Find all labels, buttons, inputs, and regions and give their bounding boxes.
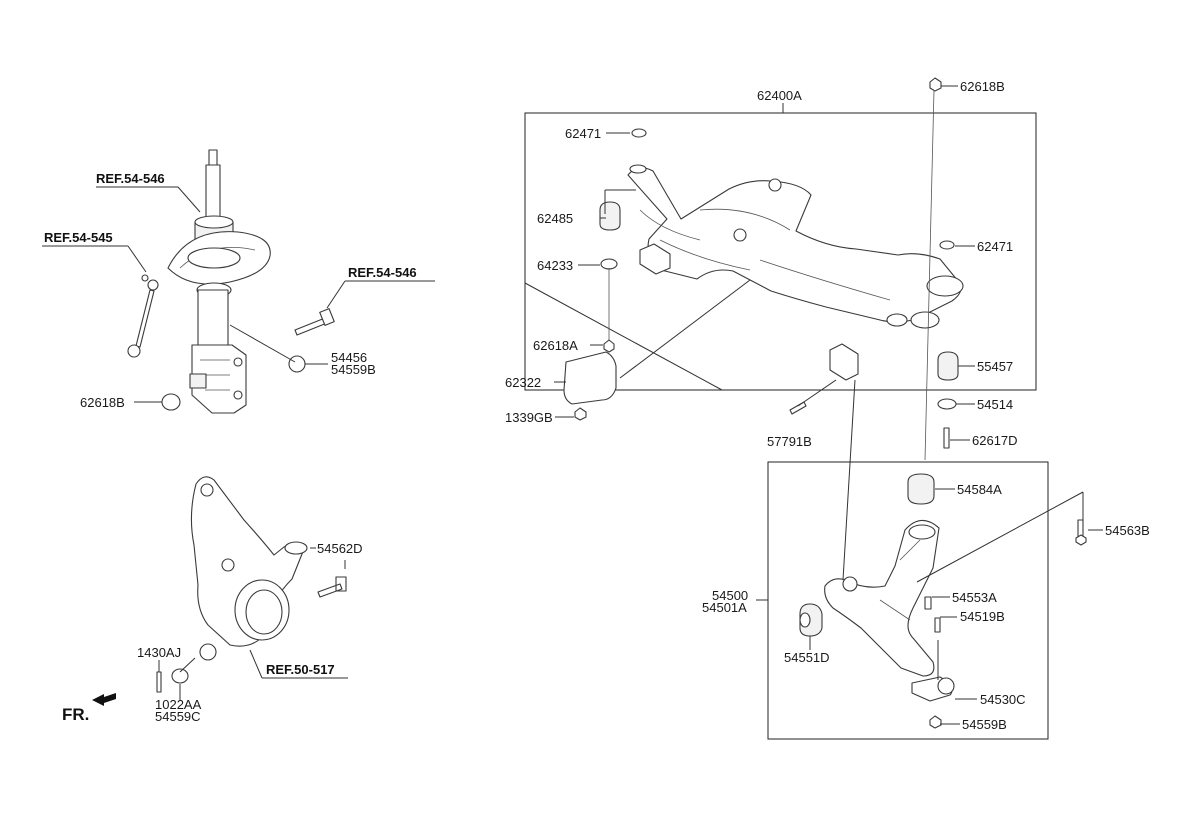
ref-54-545: REF.54-545 <box>44 230 113 245</box>
label-front: FR. <box>62 705 89 724</box>
label-1339GB: 1339GB <box>505 410 553 425</box>
subframe-box <box>524 112 1037 391</box>
label-54559B-right: 54559B <box>962 717 1007 732</box>
label-54501A: 54501A <box>702 600 747 615</box>
mount-parts <box>563 77 959 461</box>
steering-knuckle <box>190 476 308 661</box>
front-arrow-icon <box>92 693 116 706</box>
label-54500: 54500 <box>712 588 748 603</box>
label-54514: 54514 <box>977 397 1013 412</box>
label-54584A: 54584A <box>957 482 1002 497</box>
label-64233: 64233 <box>537 258 573 273</box>
label-55457: 55457 <box>977 359 1013 374</box>
leaders-knuckle <box>158 547 348 700</box>
ref-54-546-right: REF.54-546 <box>348 265 417 280</box>
stabilizer-link <box>127 274 159 358</box>
label-54562D: 54562D <box>317 541 363 556</box>
label-62618B-top: 62618B <box>960 79 1005 94</box>
part-labels: 62400A 62618B 62471 62485 64233 62618A 6… <box>44 79 1150 732</box>
ref-54-546-top: REF.54-546 <box>96 171 165 186</box>
label-54456: 54456 <box>331 350 367 365</box>
leaders-subframe <box>554 85 975 581</box>
label-62471-b: 62471 <box>977 239 1013 254</box>
label-54551D: 54551D <box>784 650 830 665</box>
label-54559B-left: 54559B <box>331 362 376 377</box>
lower-control-arm <box>799 473 1087 729</box>
label-54559C: 54559C <box>155 709 201 724</box>
bolt-54562D <box>317 576 347 598</box>
label-62400A: 62400A <box>757 88 802 103</box>
leaders-lower-arm <box>809 488 1103 725</box>
label-62471-a: 62471 <box>565 126 601 141</box>
bolt-54456 <box>288 308 335 373</box>
ref-50-517: REF.50-517 <box>266 662 335 677</box>
nut-62618B-left <box>161 393 181 411</box>
label-62485: 62485 <box>537 211 573 226</box>
label-57791B: 57791B <box>767 434 812 449</box>
label-54553A: 54553A <box>952 590 997 605</box>
pin-1430AJ <box>156 671 162 693</box>
label-62617D: 62617D <box>972 433 1018 448</box>
nut-1022AA <box>171 668 189 684</box>
label-62322: 62322 <box>505 375 541 390</box>
label-1022AA: 1022AA <box>155 697 202 712</box>
label-62618A: 62618A <box>533 338 578 353</box>
label-54519B: 54519B <box>960 609 1005 624</box>
label-62618B-left: 62618B <box>80 395 125 410</box>
label-54563B: 54563B <box>1105 523 1150 538</box>
label-1430AJ: 1430AJ <box>137 645 181 660</box>
crossmember <box>627 164 964 381</box>
label-54530C: 54530C <box>980 692 1026 707</box>
strut-assembly <box>167 149 271 414</box>
leaders-left <box>42 186 435 403</box>
